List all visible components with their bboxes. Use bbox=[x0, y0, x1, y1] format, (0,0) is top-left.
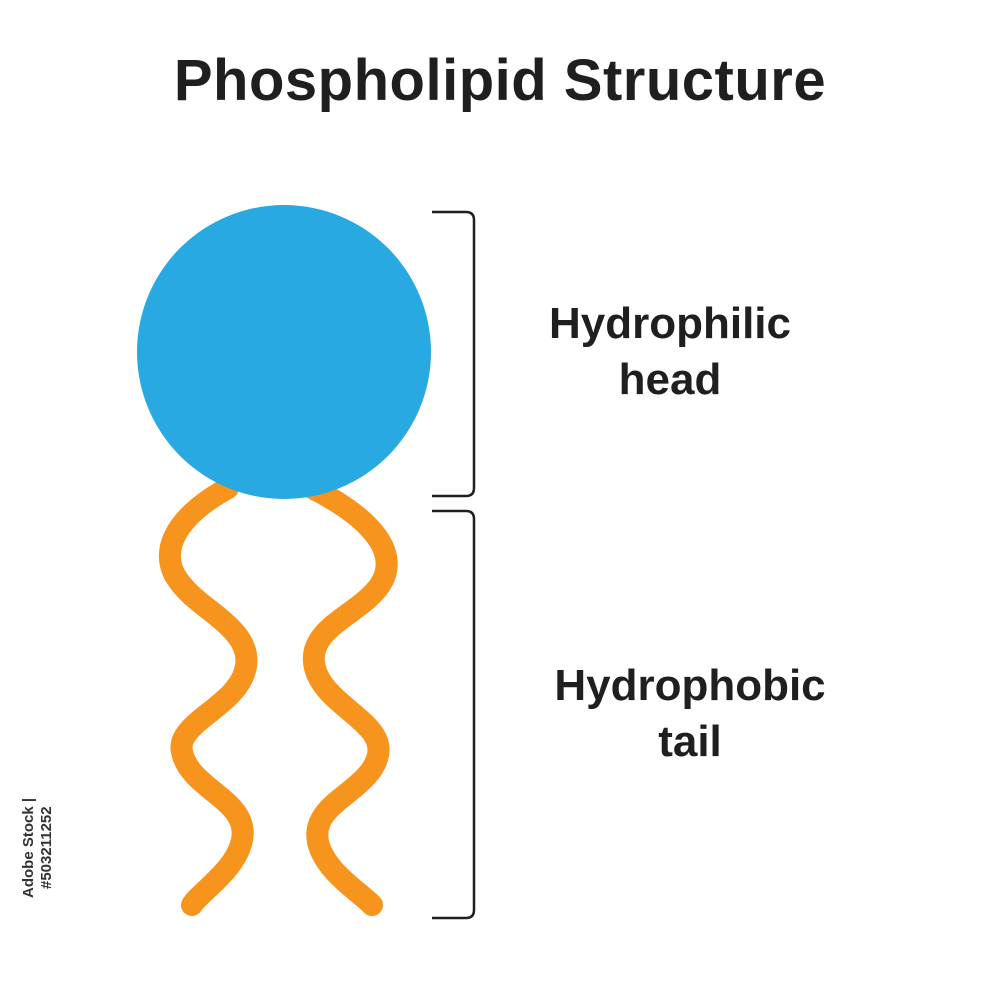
diagram-title: Phospholipid Structure bbox=[173, 48, 827, 113]
hydrophilic-head-label-line2: head bbox=[618, 355, 722, 404]
hydrophilic-head-label: Hydrophilic head bbox=[500, 296, 840, 408]
tail-bracket bbox=[432, 509, 476, 920]
hydrophilic-head-label-line1: Hydrophilic bbox=[548, 299, 792, 348]
head-bracket bbox=[432, 210, 476, 498]
right-tail bbox=[301, 477, 398, 916]
hydrophobic-tail-label-line2: tail bbox=[658, 717, 722, 766]
hydrophobic-tail-label: Hydrophobic tail bbox=[500, 658, 880, 770]
hydrophobic-tail-label-line1: Hydrophobic bbox=[554, 661, 826, 710]
left-tail bbox=[159, 477, 258, 916]
hydrophilic-head-circle bbox=[137, 205, 431, 499]
stock-watermark-id: Adobe Stock | #503211252 bbox=[20, 797, 55, 899]
